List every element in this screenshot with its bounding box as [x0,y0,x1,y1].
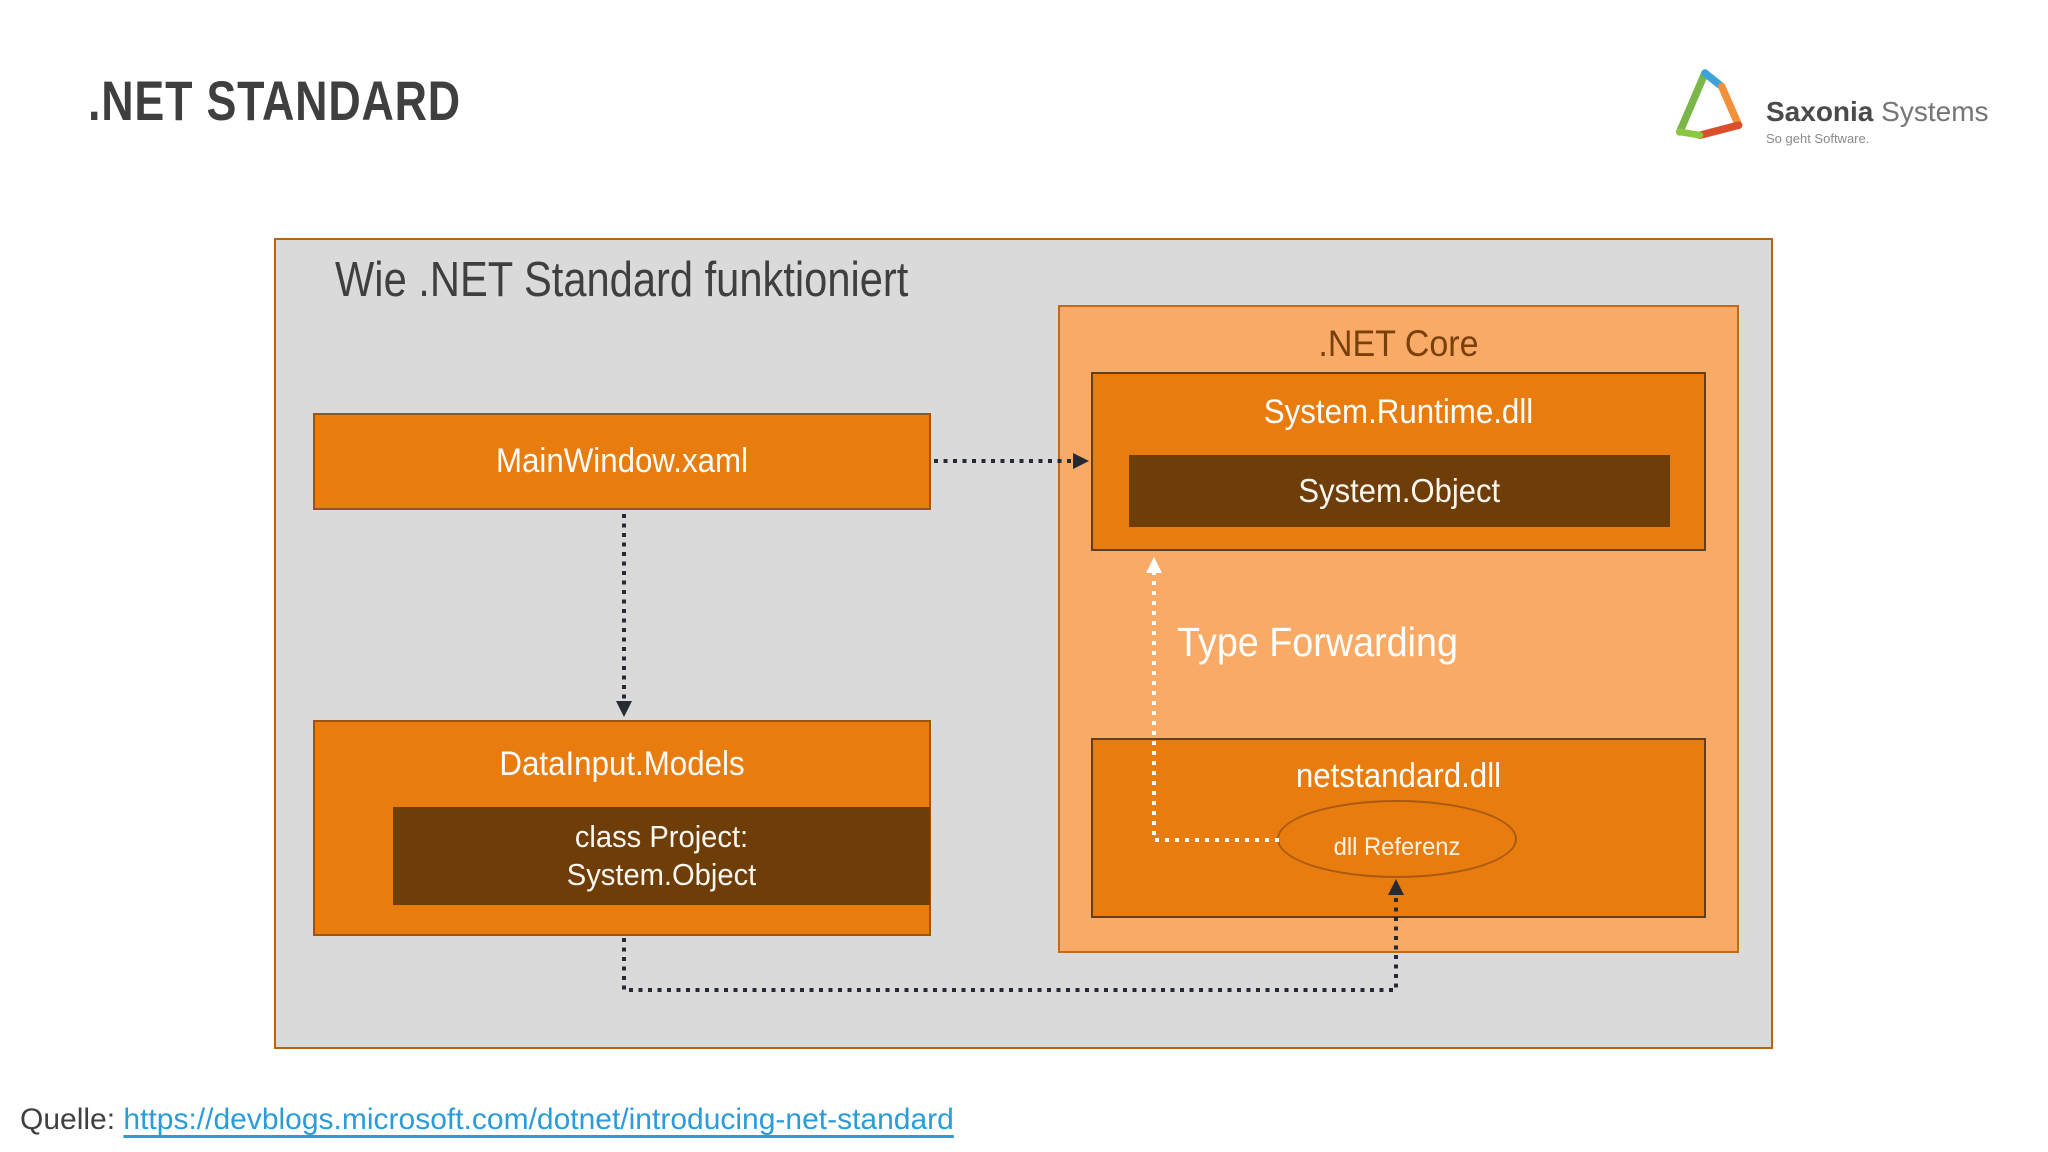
netcore-title: .NET Core [1318,323,1479,364]
dll-reference-ellipse: dll Referenz [1277,800,1517,878]
saxonia-triangle-icon [1675,69,1743,140]
logo-brand: Saxonia Systems [1766,96,1989,128]
system-object-box: System.Object [1129,455,1670,527]
class-project-line1: class Project: [574,819,749,854]
saxonia-logo: Saxonia Systems So geht Software. [1668,62,1989,148]
source-line: Quelle: https://devblogs.microsoft.com/d… [20,1103,954,1137]
source-link[interactable]: https://devblogs.microsoft.com/dotnet/in… [123,1103,954,1136]
datainput-models-label: DataInput.Models [499,745,745,783]
logo-tagline: So geht Software. [1766,131,1870,146]
diagram-panel: Wie .NET Standard funktioniert MainWindo… [274,238,1773,1049]
system-runtime-label: System.Runtime.dll [1263,393,1534,431]
source-label: Quelle: [20,1103,116,1136]
logo-brand-bold: Saxonia [1766,96,1874,127]
class-project-line2: System.Object [566,857,757,892]
type-forwarding-label: Type Forwarding [1177,619,1458,665]
mainwindow-xaml-box: MainWindow.xaml [313,413,931,510]
dll-reference-label: dll Referenz [1333,833,1461,861]
netstandard-box: netstandard.dll dll Referenz [1091,738,1706,918]
page-title: .NET STANDARD [88,69,461,132]
mainwindow-xaml-label: MainWindow.xaml [495,442,749,480]
datainput-models-box: DataInput.Models class Project: System.O… [313,720,931,936]
class-project-box: class Project: System.Object [393,807,930,905]
logo-text: Saxonia Systems So geht Software. [1766,62,1989,146]
system-runtime-box: System.Runtime.dll System.Object [1091,372,1706,551]
logo-brand-light: Systems [1881,96,1989,127]
system-object-label: System.Object [1298,472,1501,509]
netstandard-label: netstandard.dll [1295,757,1502,795]
netcore-panel: .NET Core System.Runtime.dll System.Obje… [1058,305,1739,953]
diagram-heading: Wie .NET Standard funktioniert [335,253,909,307]
